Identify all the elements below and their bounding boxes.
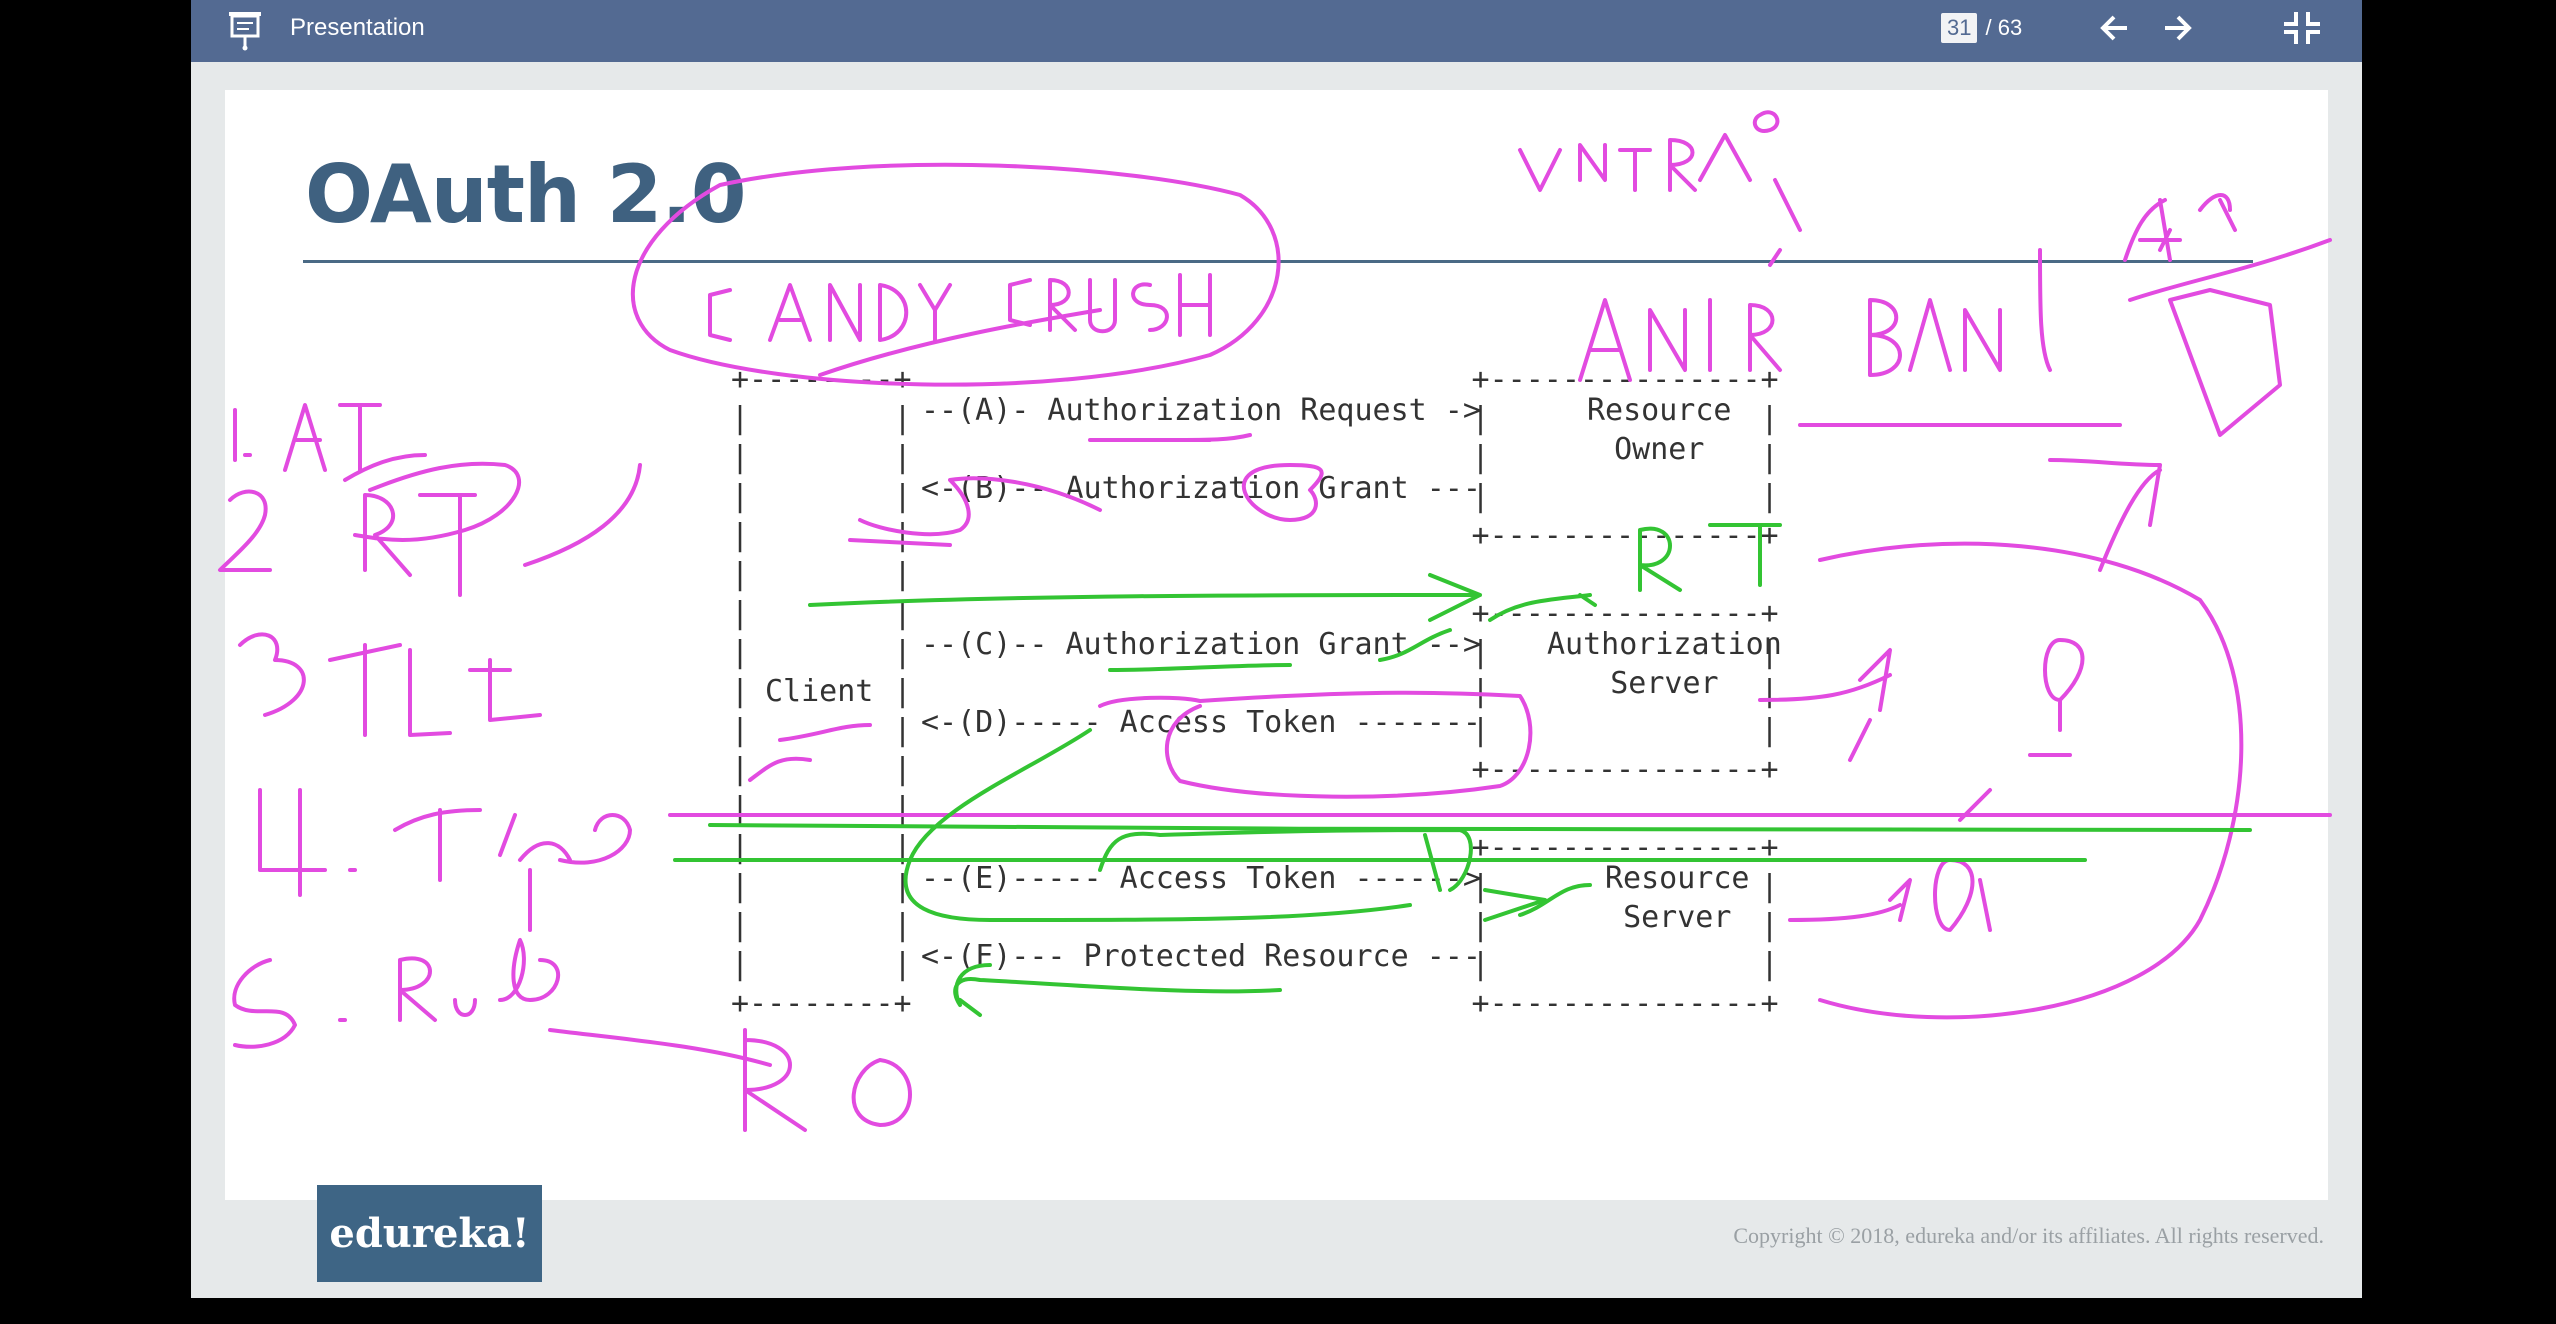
slide: OAuth 2.0 +--------+ +---------------+ |… <box>225 90 2328 1200</box>
exit-fullscreen-icon[interactable] <box>2280 8 2324 48</box>
authorization-server-label: Authorization Server <box>1547 627 1782 701</box>
total-pages: / 63 <box>1985 15 2023 40</box>
slide-footer-strip <box>225 1200 2328 1298</box>
flow-c: --(C)-- Authorization Grant --> <box>921 627 1481 662</box>
client-label: Client <box>765 674 874 709</box>
flow-f: <-(F)--- Protected Resource --- <box>921 939 1481 974</box>
oauth-flow-diagram: +--------+ +---------------+ | | | | | |… <box>225 90 2328 1200</box>
edureka-logo: edureka! <box>317 1185 542 1282</box>
arrow-left-icon[interactable] <box>2093 8 2137 48</box>
viewer-toolbar: Presentation 31 / 63 <box>191 0 2362 62</box>
flow-d: <-(D)----- Access Token ------- <box>921 705 1481 740</box>
copyright-text: Copyright © 2018, edureka and/or its aff… <box>1733 1223 2324 1248</box>
current-page-input[interactable]: 31 <box>1941 13 1978 43</box>
presentation-icon <box>229 12 261 51</box>
arrow-right-icon[interactable] <box>2155 8 2199 48</box>
page-indicator: 31 / 63 <box>1941 9 2022 47</box>
presentation-viewer: Presentation 31 / 63 OAuth 2.0 +--------… <box>191 0 2362 1298</box>
resource-server-label: Resource Server <box>1605 861 1750 935</box>
viewer-title: Presentation <box>290 14 425 41</box>
flow-a: --(A)- Authorization Request -> <box>921 393 1481 428</box>
flow-e: --(E)----- Access Token ------> <box>921 861 1481 896</box>
flow-b: <-(B)-- Authorization Grant --- <box>921 471 1481 506</box>
resource-owner-label: Resource Owner <box>1587 393 1732 467</box>
